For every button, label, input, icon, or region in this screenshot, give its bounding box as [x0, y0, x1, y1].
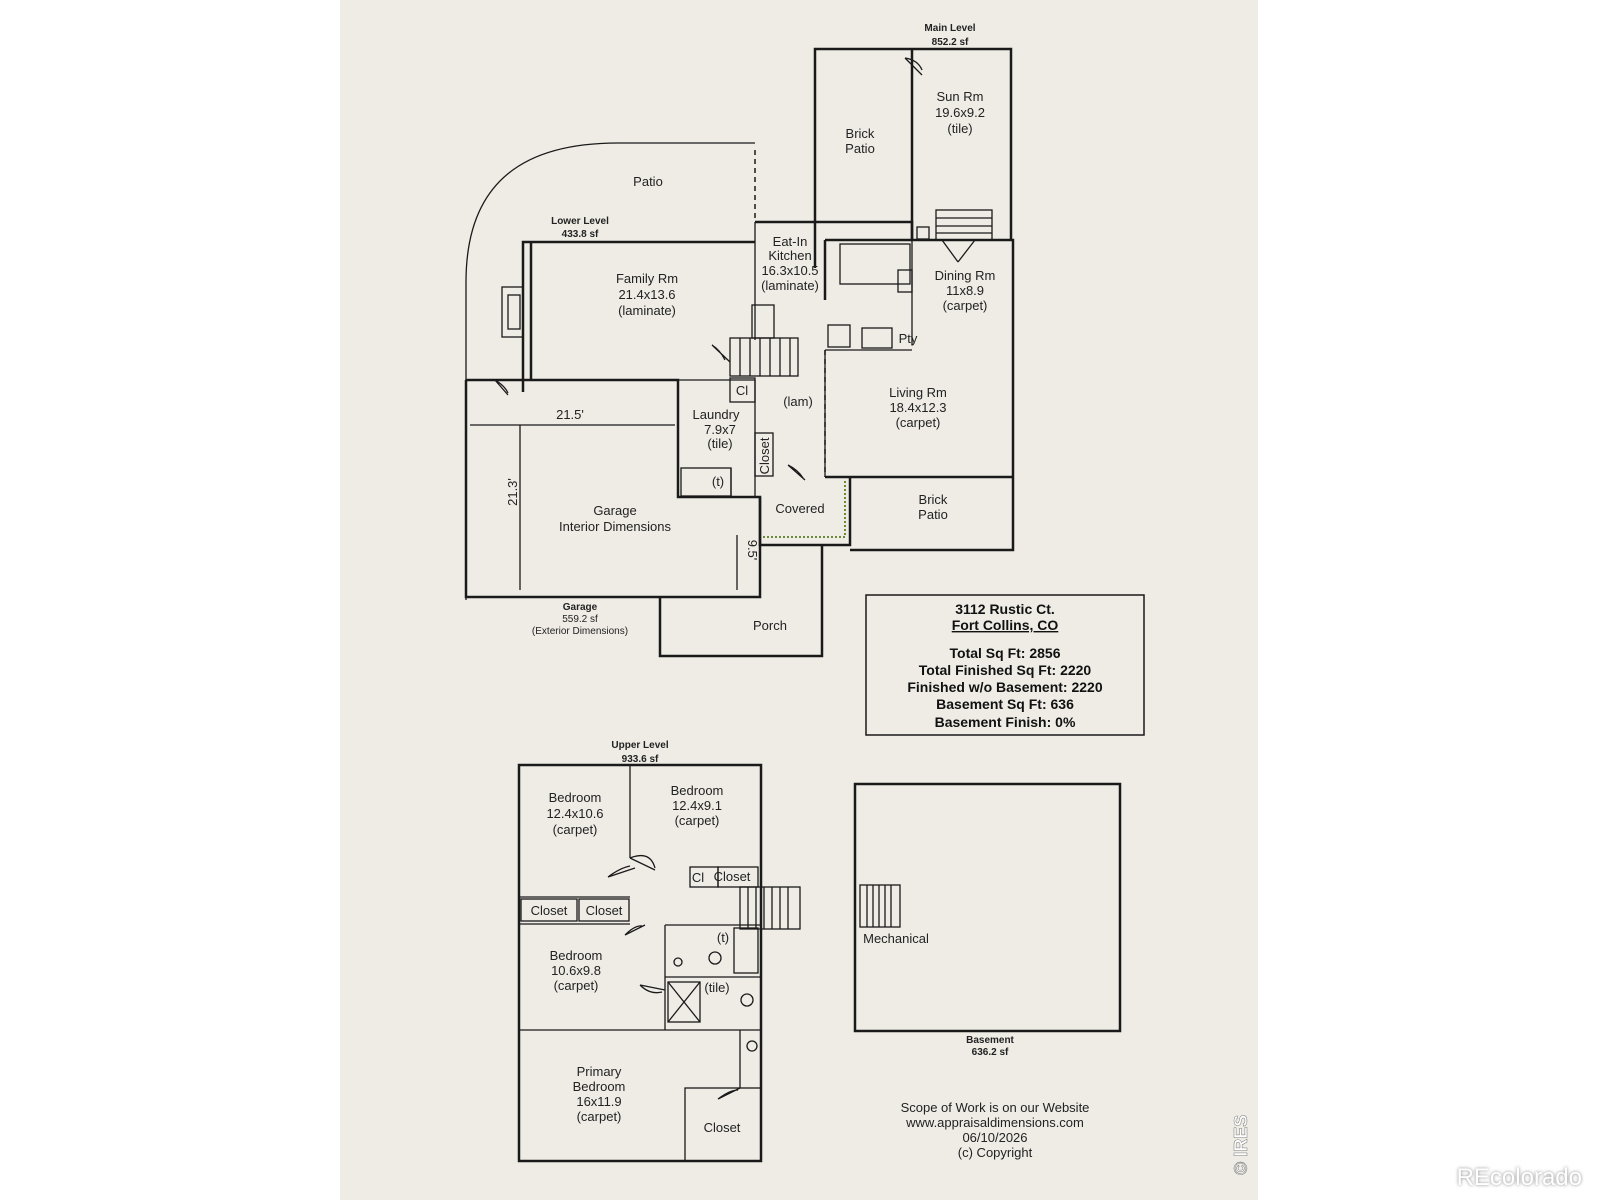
upper-closet-a: Closet: [714, 869, 751, 884]
brick-patio-bottom-line1: Brick: [919, 492, 948, 507]
basement-walls: [853, 782, 1122, 1033]
floor-plan-sheet: [340, 0, 1258, 1200]
family-room-floor: (laminate): [618, 303, 676, 318]
bedroom2-floor: (carpet): [675, 813, 720, 828]
kitchen-line1: Eat-In: [773, 234, 808, 249]
info-total-sq-ft: Total Sq Ft: 2856: [950, 645, 1061, 661]
primary-bedroom-floor: (carpet): [577, 1109, 622, 1124]
footer-website: www.appraisaldimensions.com: [905, 1115, 1084, 1130]
patio-label: Patio: [633, 174, 663, 189]
kitchen-dims: 16.3x10.5: [761, 263, 818, 278]
main-level-walls: [464, 47, 1015, 658]
garage-line1: Garage: [593, 503, 636, 518]
dining-room-name: Dining Rm: [935, 268, 996, 283]
garage-level-name: Garage: [563, 602, 598, 613]
upper-level-walls: [517, 763, 801, 1163]
bedroom1-dims: 12.4x10.6: [546, 806, 603, 821]
family-room-dims: 21.4x13.6: [618, 287, 675, 302]
main-level-name: Main Level: [924, 23, 975, 34]
upper-closet-b: Closet: [531, 903, 568, 918]
sun-room-dims: 19.6x9.2: [935, 105, 985, 120]
pantry-label: Pty: [899, 331, 918, 346]
bedroom3-dims: 10.6x9.8: [551, 963, 601, 978]
info-finished-wo-basement: Finished w/o Basement: 2220: [907, 679, 1102, 695]
upper-bath-tile-label: (tile): [704, 980, 729, 995]
laminate-label: (lam): [783, 394, 813, 409]
mechanical-label: Mechanical: [863, 931, 929, 946]
upper-bath-t-label: (t): [717, 930, 729, 945]
info-total-finished: Total Finished Sq Ft: 2220: [919, 662, 1092, 678]
main-level-area: 852.2 sf: [932, 37, 969, 48]
toilet-label: (t): [712, 474, 724, 489]
brick-patio-bottom-line2: Patio: [918, 507, 948, 522]
porch-label: Porch: [753, 618, 787, 633]
ires-mark: © IRES: [1231, 1115, 1251, 1175]
lower-level-area: 433.8 sf: [562, 229, 599, 240]
bedroom2-dims: 12.4x9.1: [672, 798, 722, 813]
closet-cl-label: Cl: [736, 383, 748, 398]
laundry-dims: 7.9x7: [704, 422, 736, 437]
sun-room-name: Sun Rm: [937, 89, 984, 104]
garage-depth-dim: 21.3': [505, 478, 520, 506]
basement-level-name: Basement: [966, 1035, 1014, 1046]
primary-closet-label: Closet: [704, 1120, 741, 1135]
info-basement-sq-ft: Basement Sq Ft: 636: [936, 696, 1074, 712]
bedroom3-name: Bedroom: [550, 948, 603, 963]
bedroom2-name: Bedroom: [671, 783, 724, 798]
brick-patio-top-line2: Patio: [845, 141, 875, 156]
family-room-name: Family Rm: [616, 271, 678, 286]
garage-level-note: (Exterior Dimensions): [532, 626, 628, 637]
kitchen-line2: Kitchen: [768, 248, 811, 263]
garage-line2: Interior Dimensions: [559, 519, 671, 534]
primary-bedroom-line1: Primary: [577, 1064, 622, 1079]
laundry-floor: (tile): [707, 436, 732, 451]
primary-bedroom-dims: 16x11.9: [576, 1094, 621, 1109]
footer-date: 06/10/2026: [962, 1130, 1027, 1145]
covered-label: Covered: [775, 501, 824, 516]
brick-patio-top-line1: Brick: [846, 126, 875, 141]
closet-main-label: Closet: [757, 437, 772, 474]
sun-room-floor: (tile): [947, 121, 972, 136]
dining-room-floor: (carpet): [943, 298, 988, 313]
recolorado-watermark: REcolorado: [1456, 1164, 1582, 1191]
lower-level-name: Lower Level: [551, 216, 609, 227]
basement-level-area: 636.2 sf: [972, 1047, 1009, 1058]
dining-room-dims: 11x8.9: [946, 283, 984, 298]
upper-level-area: 933.6 sf: [622, 754, 659, 765]
info-box: [865, 594, 1145, 736]
garage-level-area: 559.2 sf: [562, 614, 598, 625]
footer-scope: Scope of Work is on our Website: [901, 1100, 1090, 1115]
upper-level-name: Upper Level: [611, 740, 668, 751]
living-room-dims: 18.4x12.3: [889, 400, 946, 415]
info-basement-finish: Basement Finish: 0%: [935, 714, 1076, 730]
living-room-floor: (carpet): [896, 415, 941, 430]
laundry-name: Laundry: [693, 407, 740, 422]
bedroom3-floor: (carpet): [554, 978, 599, 993]
info-city: Fort Collins, CO: [952, 617, 1059, 633]
living-room-name: Living Rm: [889, 385, 947, 400]
upper-cl-label: Cl: [692, 870, 704, 885]
info-address: 3112 Rustic Ct.: [955, 601, 1055, 617]
garage-notch-dim: 9.5': [745, 540, 760, 561]
primary-bedroom-line2: Bedroom: [573, 1079, 626, 1094]
bedroom1-name: Bedroom: [549, 790, 602, 805]
footer-copyright: (c) Copyright: [958, 1145, 1033, 1160]
bedroom1-floor: (carpet): [553, 822, 598, 837]
garage-width-dim: 21.5': [556, 407, 584, 422]
upper-closet-c: Closet: [586, 903, 623, 918]
kitchen-floor: (laminate): [761, 278, 819, 293]
